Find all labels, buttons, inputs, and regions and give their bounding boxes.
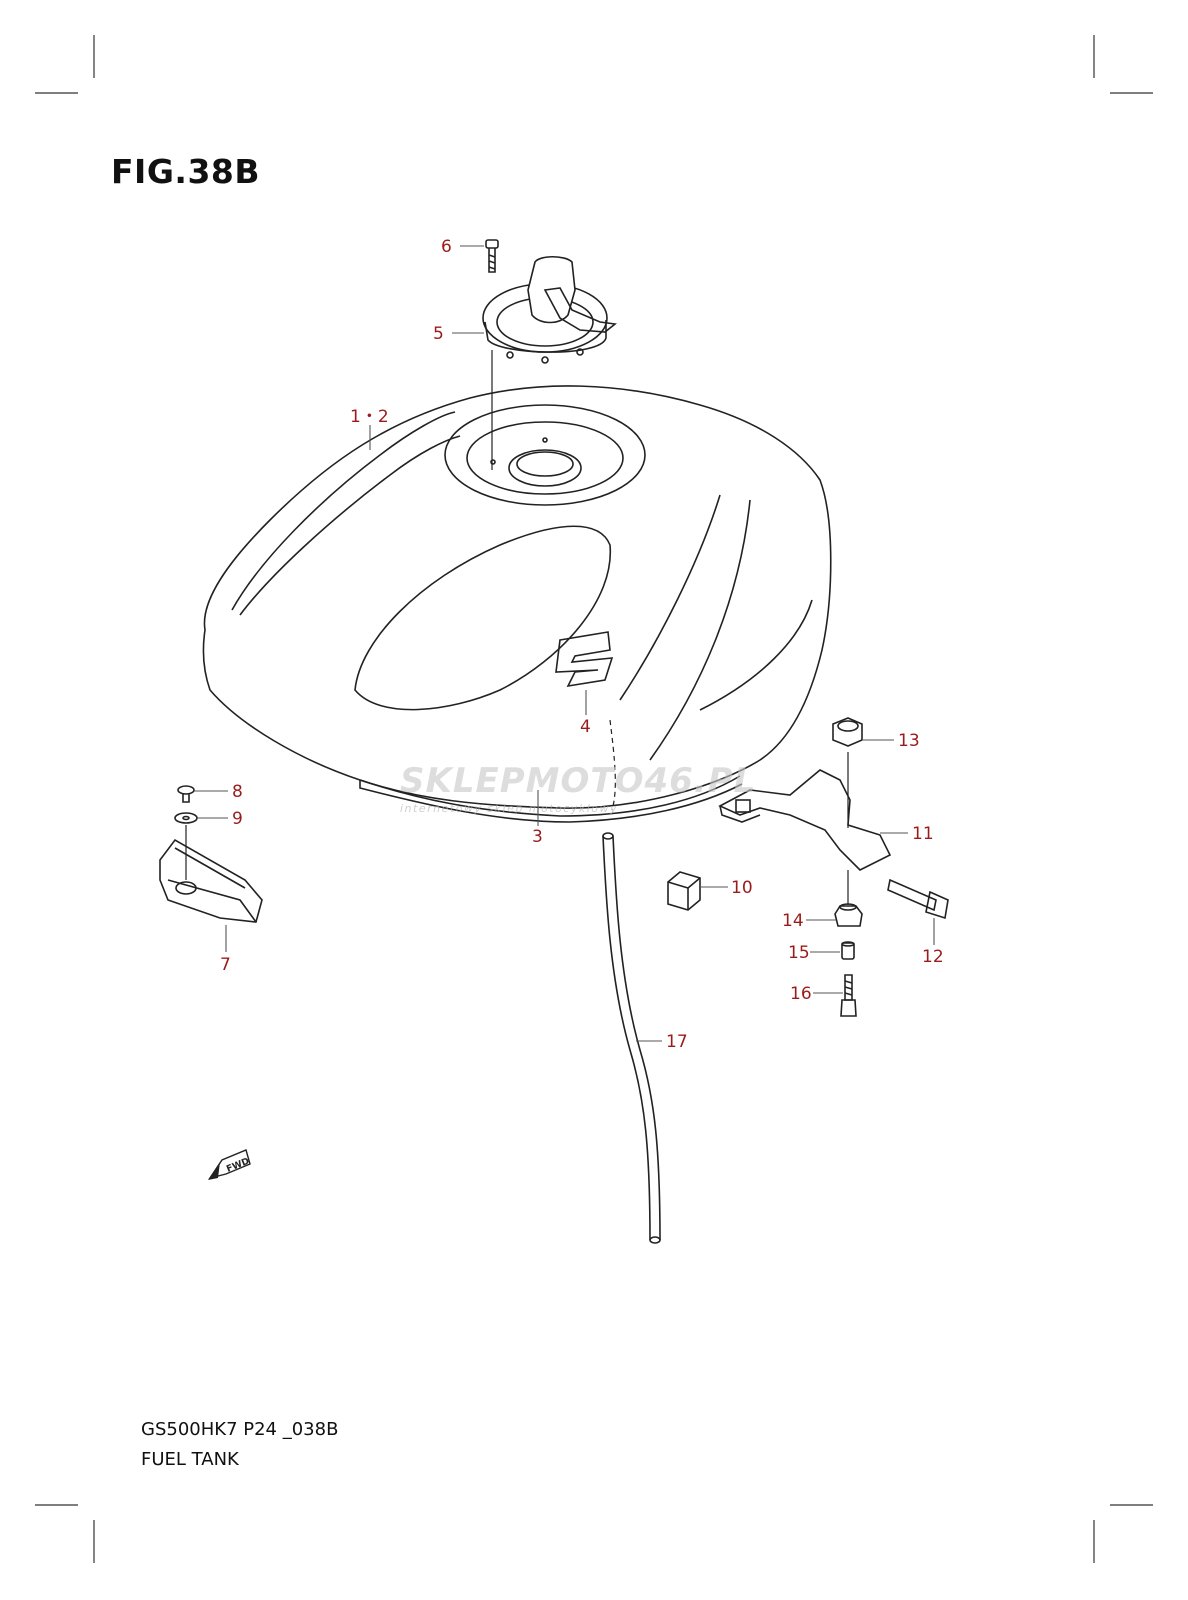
callout-12: 12 (922, 947, 944, 967)
collar-15-drawing (841, 941, 855, 960)
fuel-tank-drawing (202, 385, 832, 823)
fuel-cap-drawing (482, 255, 617, 364)
callout-17: 17 (666, 1032, 688, 1052)
nut-13-drawing (832, 717, 863, 747)
callout-16: 16 (790, 984, 812, 1004)
rubber-mount-7-drawing (159, 838, 263, 923)
callout-1-2: 1・2 (350, 407, 389, 427)
watermark-brand: SKLEPMOTO46.PL (400, 761, 756, 801)
callout-9: 9 (232, 809, 243, 829)
leader-lines (194, 245, 935, 1042)
figure-title: FIG.38B (111, 152, 261, 191)
callout-13: 13 (898, 731, 920, 751)
callout-3: 3 (532, 827, 543, 847)
callout-11: 11 (912, 824, 934, 844)
bolt-16-drawing (840, 974, 857, 1017)
callout-4: 4 (580, 717, 591, 737)
callout-8: 8 (232, 782, 243, 802)
crop-marks (35, 35, 1153, 1563)
callout-14: 14 (782, 911, 804, 931)
bolt-12-drawing (887, 878, 949, 920)
bracket-11-drawing (718, 769, 892, 871)
callout-10: 10 (731, 878, 753, 898)
model-code: GS500HK7 P24 _038B (141, 1419, 339, 1440)
callout-labels: 6 5 1・2 4 3 8 9 7 10 11 12 13 14 15 16 1… (220, 237, 944, 1052)
watermark: SKLEPMOTO46.PL internetowy sklep motocyk… (400, 761, 756, 815)
callout-7: 7 (220, 955, 231, 975)
callout-6: 6 (441, 237, 452, 257)
diagram-name: FUEL TANK (141, 1449, 239, 1470)
screw-8-drawing (177, 785, 195, 803)
cushion-14-drawing (834, 903, 863, 927)
watermark-tagline: internetowy sklep motocyklowy (400, 802, 618, 815)
washer-9-drawing (174, 812, 198, 824)
fwd-arrow-icon: FWD (208, 1149, 251, 1180)
callout-15: 15 (788, 943, 810, 963)
screw-6-drawing (485, 239, 499, 273)
hose-17-drawing (602, 832, 661, 1244)
callout-5: 5 (433, 324, 444, 344)
cushion-10-drawing (667, 871, 701, 911)
